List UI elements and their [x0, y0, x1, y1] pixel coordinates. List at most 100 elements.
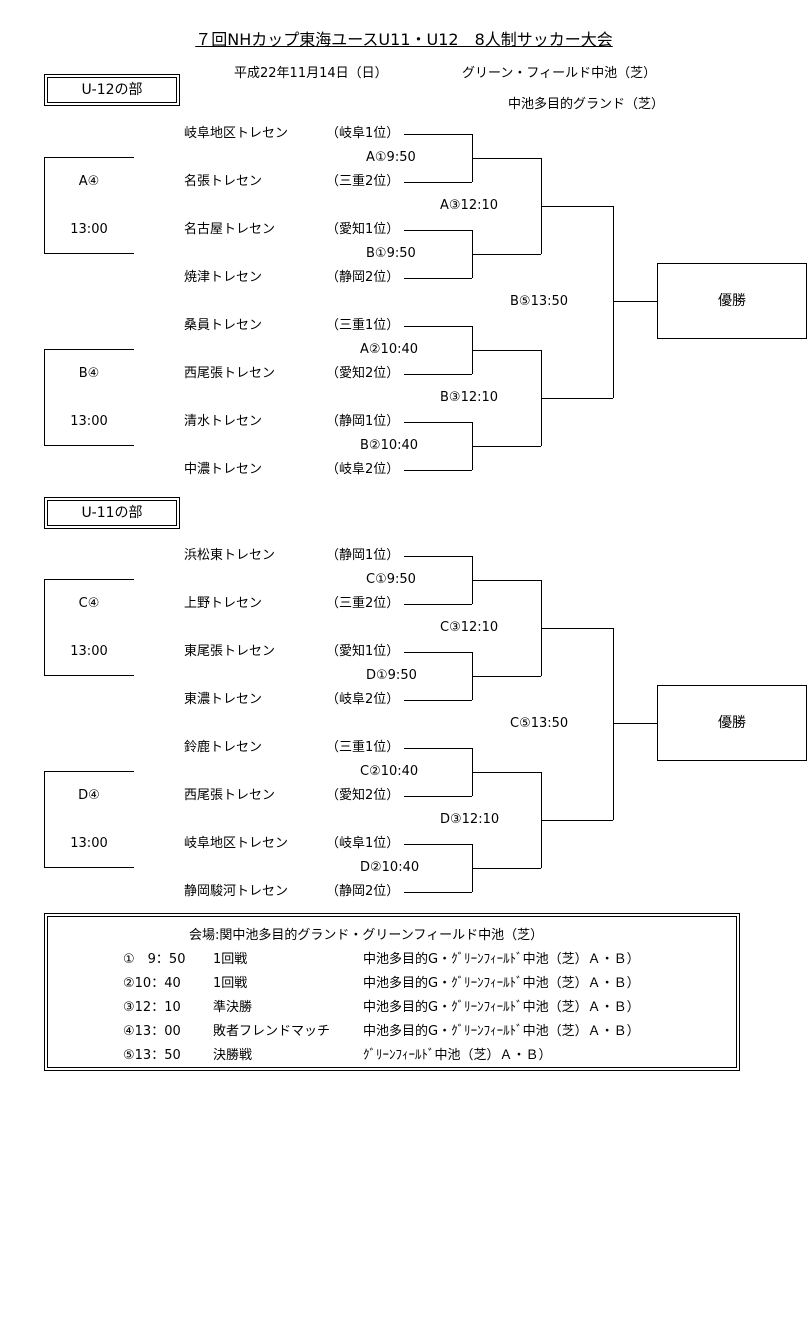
bracket-line	[404, 748, 472, 749]
match-label: C②10:40	[360, 764, 419, 779]
friendly-time: 13:00	[70, 414, 108, 429]
bracket-line	[404, 182, 472, 183]
legend-venue: ｸﾞﾘｰﾝﾌｨｰﾙﾄﾞ中池（芝）Ａ・Ｂ）	[363, 1048, 552, 1063]
venue-primary: グリーン・フィールド中池（芝）	[462, 66, 657, 81]
bracket-line	[404, 230, 472, 231]
bracket-line	[404, 700, 472, 701]
section-label-u11: U-11の部	[44, 497, 180, 529]
legend-match: 準決勝	[213, 1000, 253, 1015]
match-label: B⑤13:50	[510, 294, 569, 309]
schedule-legend: 会場:関中池多目的グランド・グリーンフィールド中池（芝） ① 9：50 1回戦 …	[44, 913, 740, 1071]
bracket-line	[472, 254, 541, 255]
team-seed: （愛知1位）	[326, 644, 400, 659]
bracket-line	[44, 157, 134, 158]
team-name: 岐阜地区トレセン	[184, 836, 289, 851]
team-name: 西尾張トレセン	[184, 788, 276, 803]
team-seed: （静岡2位）	[326, 270, 400, 285]
bracket-line	[472, 350, 541, 351]
bracket-line	[404, 470, 472, 471]
team-seed: （静岡1位）	[326, 548, 400, 563]
legend-venue: 中池多目的G・ｸﾞﾘｰﾝﾌｨｰﾙﾄﾞ中池（芝）Ａ・Ｂ）	[363, 1000, 640, 1015]
bracket-line	[44, 579, 45, 675]
bracket-line	[44, 157, 45, 253]
legend-time: ① 9：50	[123, 952, 186, 967]
bracket-line	[404, 326, 472, 327]
bracket-line	[44, 349, 134, 350]
bracket-line	[404, 892, 472, 893]
friendly-time: 13:00	[70, 644, 108, 659]
match-label: C⑤13:50	[510, 716, 569, 731]
bracket-line	[472, 868, 541, 869]
bracket-line	[44, 349, 45, 445]
team-seed: （愛知2位）	[326, 788, 400, 803]
bracket-line	[613, 723, 657, 724]
team-name: 東濃トレセン	[184, 692, 263, 707]
friendly-code: B④	[78, 366, 100, 381]
team-name: 岐阜地区トレセン	[184, 126, 289, 141]
team-seed: （岐阜1位）	[326, 126, 400, 141]
legend-time: ③12：10	[123, 1000, 181, 1015]
friendly-code: A④	[78, 174, 100, 189]
team-name: 中濃トレセン	[184, 462, 263, 477]
venue-secondary: 中池多目的グランド（芝）	[508, 97, 665, 112]
team-seed: （静岡1位）	[326, 414, 400, 429]
match-label: D③12:10	[440, 812, 500, 827]
bracket-line	[404, 604, 472, 605]
section-label-u12: U-12の部	[44, 74, 180, 106]
friendly-code: D④	[78, 788, 100, 803]
bracket-line	[404, 422, 472, 423]
bracket-line	[472, 446, 541, 447]
bracket-line	[44, 867, 134, 868]
bracket-line	[613, 206, 614, 398]
bracket-line	[613, 628, 614, 820]
team-seed: （岐阜2位）	[326, 692, 400, 707]
bracket-line	[541, 628, 613, 629]
friendly-time: 13:00	[70, 222, 108, 237]
bracket-line	[44, 253, 134, 254]
bracket-line	[404, 796, 472, 797]
bracket-line	[44, 771, 45, 867]
bracket-line	[613, 301, 657, 302]
match-label: D①9:50	[366, 668, 417, 683]
legend-match: 1回戦	[213, 952, 248, 967]
bracket-line	[541, 398, 613, 399]
match-label: A②10:40	[360, 342, 419, 357]
bracket-line	[404, 556, 472, 557]
bracket-line	[472, 158, 541, 159]
match-label: D②10:40	[360, 860, 420, 875]
team-seed: （三重1位）	[326, 740, 400, 755]
team-seed: （三重1位）	[326, 318, 400, 333]
legend-match: 1回戦	[213, 976, 248, 991]
legend-match: 敗者フレンドマッチ	[213, 1024, 331, 1039]
match-label: C③12:10	[440, 620, 499, 635]
match-label: B③12:10	[440, 390, 499, 405]
bracket-line	[44, 771, 134, 772]
legend-time: ②10：40	[123, 976, 181, 991]
team-name: 静岡駿河トレセン	[184, 884, 289, 899]
bracket-line	[472, 676, 541, 677]
bracket-line	[541, 820, 613, 821]
bracket-line	[404, 278, 472, 279]
bracket-line	[404, 844, 472, 845]
team-name: 名古屋トレセン	[184, 222, 276, 237]
bracket-line	[44, 445, 134, 446]
champion-box: 優勝	[657, 685, 807, 761]
team-seed: （三重2位）	[326, 174, 400, 189]
match-label: B②10:40	[360, 438, 419, 453]
team-seed: （愛知1位）	[326, 222, 400, 237]
bracket-line	[541, 206, 613, 207]
legend-title: 会場:関中池多目的グランド・グリーンフィールド中池（芝）	[189, 928, 544, 943]
team-name: 焼津トレセン	[184, 270, 263, 285]
legend-time: ⑤13：50	[123, 1048, 181, 1063]
champion-box: 優勝	[657, 263, 807, 339]
team-name: 清水トレセン	[184, 414, 263, 429]
legend-venue: 中池多目的G・ｸﾞﾘｰﾝﾌｨｰﾙﾄﾞ中池（芝）Ａ・Ｂ）	[363, 952, 640, 967]
page-title: ７回NHカップ東海ユースU11・U12 8人制サッカー大会	[195, 30, 613, 49]
team-seed: （愛知2位）	[326, 366, 400, 381]
team-name: 西尾張トレセン	[184, 366, 276, 381]
team-name: 鈴鹿トレセン	[184, 740, 263, 755]
bracket-line	[404, 652, 472, 653]
legend-venue: 中池多目的G・ｸﾞﾘｰﾝﾌｨｰﾙﾄﾞ中池（芝）Ａ・Ｂ）	[363, 976, 640, 991]
legend-venue: 中池多目的G・ｸﾞﾘｰﾝﾌｨｰﾙﾄﾞ中池（芝）Ａ・Ｂ）	[363, 1024, 640, 1039]
friendly-code: C④	[78, 596, 100, 611]
